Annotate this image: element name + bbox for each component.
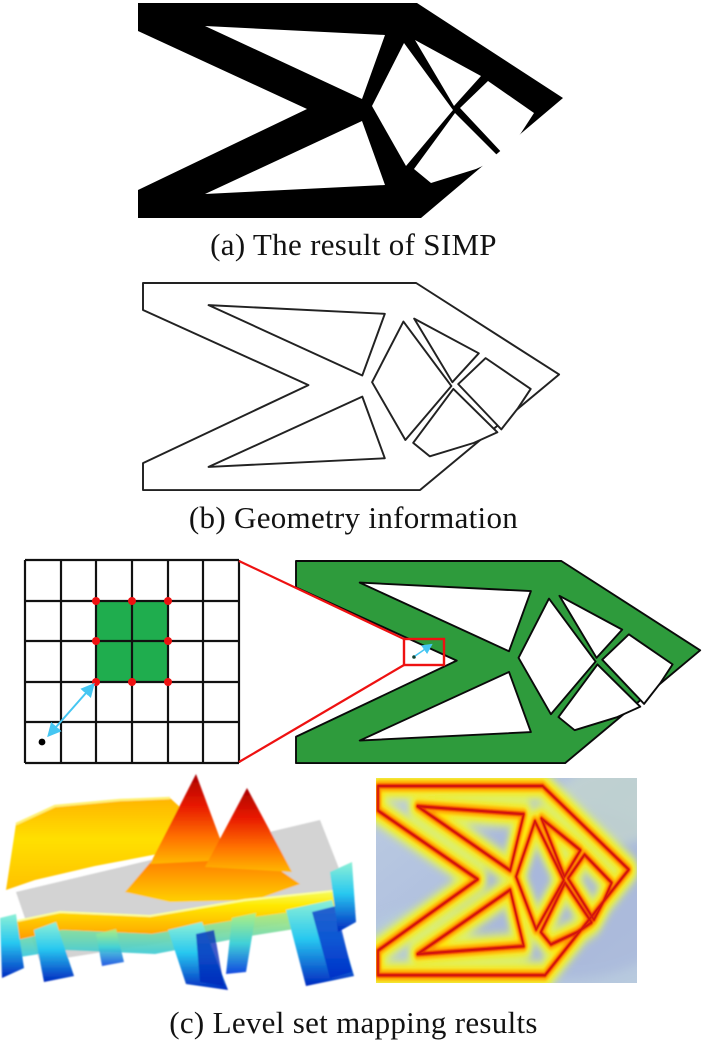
surface-valley (226, 913, 256, 974)
level-set-nodes (92, 597, 172, 686)
surface-3d-group (0, 774, 356, 990)
mapped-structure-shape (296, 561, 701, 764)
zoom-callout-lines (238, 560, 405, 763)
zoom-region-rectangle (402, 637, 446, 667)
surface-front-ridge (2, 890, 350, 942)
surface-valley (34, 922, 74, 982)
panel-b-caption: (b) Geometry information (188, 500, 519, 535)
simp-silhouette-graphic (138, 3, 563, 218)
mapping-arrow-icon (38, 682, 95, 746)
grid-mapping-graphic (23, 558, 701, 765)
panel-a-caption: (a) The result of SIMP (210, 227, 497, 262)
simp-result-shape (138, 3, 563, 218)
level-set-surface-plot (0, 774, 356, 990)
mapped-vector-icon (412, 643, 433, 659)
surface-peak (205, 788, 292, 872)
panel-c-caption: (c) Level set mapping results (169, 1005, 538, 1040)
surface-peak (150, 774, 228, 864)
surface-back-ridge (6, 798, 205, 890)
geometry-outline-shape (143, 283, 560, 491)
level-set-contour-map (376, 778, 637, 983)
fem-mesh-grid (23, 558, 241, 765)
surface-valley (0, 914, 24, 978)
surface-valley (330, 862, 356, 932)
geometry-outline-graphic (143, 283, 560, 491)
surface-valley (96, 929, 124, 966)
